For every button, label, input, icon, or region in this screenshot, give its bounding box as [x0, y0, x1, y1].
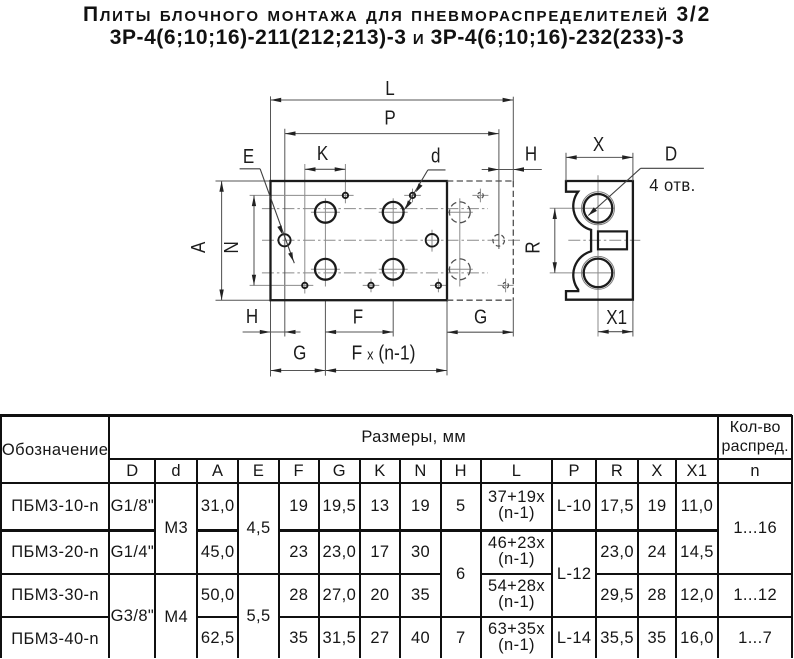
svg-text:G: G: [474, 305, 487, 328]
svg-text:X1: X1: [606, 305, 627, 328]
svg-text:F x (n-1): F x (n-1): [351, 341, 415, 363]
svg-text:F: F: [353, 305, 363, 328]
svg-text:N: N: [220, 241, 243, 253]
svg-text:X: X: [593, 133, 604, 156]
svg-text:E: E: [243, 144, 254, 167]
svg-text:A: A: [187, 241, 210, 253]
svg-text:K: K: [317, 141, 329, 164]
svg-text:H: H: [525, 142, 537, 165]
svg-text:G: G: [293, 341, 306, 364]
svg-text:H: H: [246, 305, 258, 328]
svg-text:L: L: [385, 76, 394, 99]
svg-text:P: P: [384, 106, 395, 129]
svg-text:R: R: [521, 241, 544, 253]
svg-text:D: D: [665, 142, 677, 165]
svg-text:4 отв.: 4 отв.: [649, 175, 695, 196]
svg-text:d: d: [431, 144, 440, 167]
